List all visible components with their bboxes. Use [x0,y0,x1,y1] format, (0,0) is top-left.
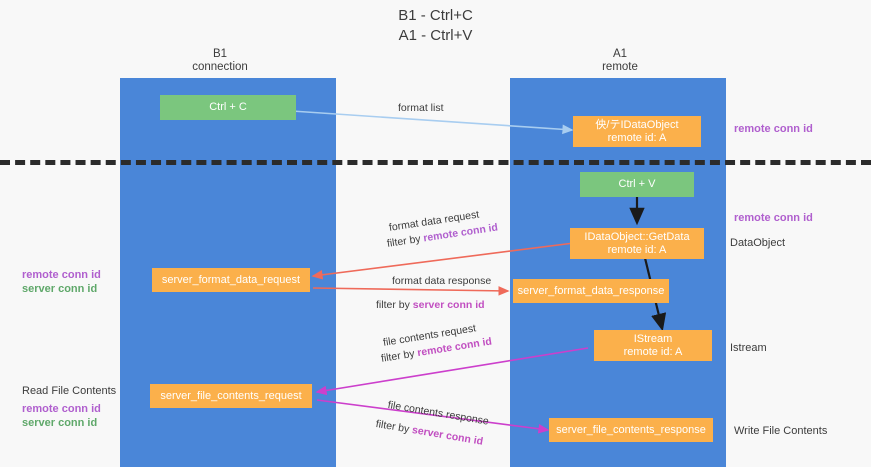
box-server-file-contents-request[interactable]: server_file_contents_request [150,384,312,408]
section-divider [0,160,871,165]
box-getdata-line1: IDataObject::GetData [584,230,690,243]
box-idataobject-line2: remote id: A [607,131,667,144]
filter-prefix-3: filter by [380,347,419,365]
box-istream-line1: IStream [633,332,673,345]
annotation-right-remote-conn-id-top: remote conn id [734,123,813,135]
lane-header-a1: A1 remote [530,48,710,74]
filter-prefix-1: filter by [386,232,425,250]
lane-b1-role: connection [192,61,248,73]
edge-label-format-data-response-filter: filter by server conn id [376,298,485,312]
box-idataobject[interactable]: 佒/テIDataObject remote id: A [573,116,701,147]
box-istream-line2: remote id: A [623,345,683,358]
annotation-left-remote-conn-id-bottom: remote conn id [22,403,101,415]
annotation-right-dataobject: DataObject [730,237,786,249]
lane-a1-name: A1 [612,48,628,60]
lane-a1-role: remote [602,61,638,73]
box-server-format-data-request[interactable]: server_format_data_request [152,268,310,292]
box-ctrl-c[interactable]: Ctrl + C [160,95,296,120]
filter-prefix-4: filter by [374,417,414,436]
page-title: B1 - Ctrl+C A1 - Ctrl+V [0,6,871,46]
box-getdata-line2: remote id: A [607,243,667,256]
annotation-left-server-conn-id-mid: server conn id [22,283,98,295]
box-ctrl-v[interactable]: Ctrl + V [580,172,694,197]
annotation-right-istream: Istream [730,342,767,354]
box-server-file-contents-response[interactable]: server_file_contents_response [549,418,713,442]
lane-header-b1: B1 connection [140,48,300,74]
annotation-right-write-file-contents: Write File Contents [734,425,828,437]
edge-label-format-list: format list [398,102,444,114]
filter-key-4: server conn id [411,424,484,448]
arrow-format-data-response [312,286,510,296]
lane-b1-name: B1 [212,48,228,60]
annotation-left-read-file-contents: Read File Contents [22,385,117,397]
box-idataobject-line1: 佒/テIDataObject [595,118,679,131]
annotation-right-remote-conn-id-mid: remote conn id [734,212,813,224]
title-line-2: A1 - Ctrl+V [398,27,473,44]
title-line-1: B1 - Ctrl+C [398,7,473,24]
filter-key-2: server conn id [412,299,485,311]
box-istream[interactable]: IStream remote id: A [594,330,712,361]
edge-label-format-data-response: format data response [392,275,492,287]
box-server-format-data-response[interactable]: server_format_data_response [513,279,669,303]
annotation-left-server-conn-id-bottom: server conn id [22,417,98,429]
box-getdata[interactable]: IDataObject::GetData remote id: A [570,228,704,259]
annotation-left-remote-conn-id-mid: remote conn id [22,269,101,281]
filter-prefix-2: filter by [376,299,413,311]
